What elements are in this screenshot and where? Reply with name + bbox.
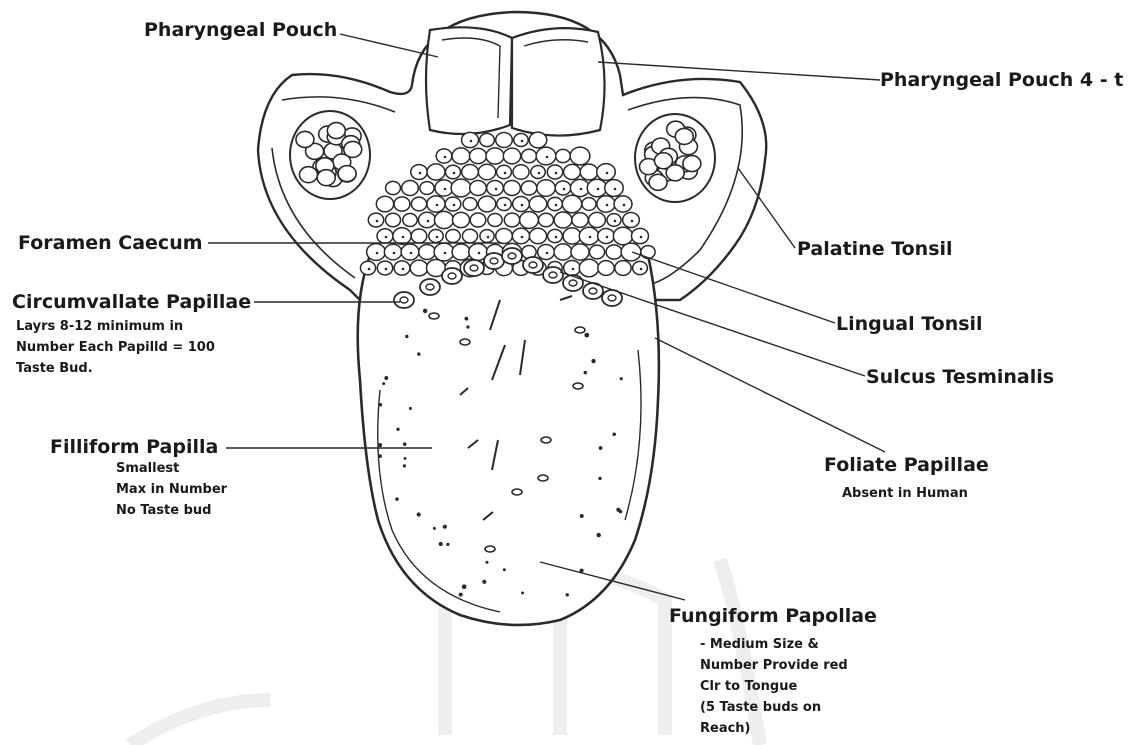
palatine-tonsil-right — [635, 114, 715, 202]
label-fungiform-papollae: Fungiform Papollae — [669, 605, 877, 628]
label-sulcus-tesminalis: Sulcus Tesminalis — [866, 366, 1054, 389]
note-circumvallate: Layrs 8-12 minimum in Number Each Papill… — [16, 316, 215, 379]
label-lingual-tonsil: Lingual Tonsil — [836, 313, 983, 336]
note-filliform: Smallest Max in Number No Taste bud — [116, 458, 227, 521]
label-circumvallate-papillae: Circumvallate Papillae — [12, 291, 251, 314]
label-foliate-papillae: Foliate Papillae — [824, 454, 989, 477]
pharyngeal-pouch-shape — [426, 27, 605, 135]
label-filliform-papilla: Filliform Papilla — [50, 436, 218, 459]
label-pharyngeal-pouch: Pharyngeal Pouch — [144, 19, 337, 42]
note-fungiform: - Medium Size & Number Provide red Clr t… — [700, 634, 848, 739]
label-foramen-caecum: Foramen Caecum — [18, 232, 203, 255]
label-pharyngeal-pouch-4t: Pharyngeal Pouch 4 - t — [880, 69, 1123, 92]
label-palatine-tonsil: Palatine Tonsil — [797, 238, 953, 261]
note-foliate: Absent in Human — [842, 483, 968, 504]
palatine-tonsil-left — [290, 111, 370, 199]
